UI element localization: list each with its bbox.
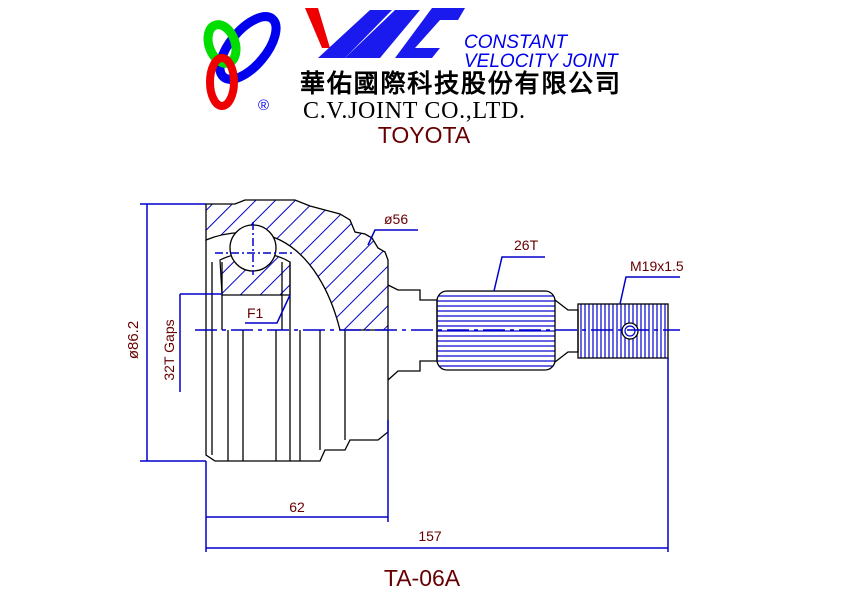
shaft [387, 284, 669, 381]
bell-housing-section [205, 199, 389, 331]
vehicle-make: TOYOTA [378, 122, 471, 148]
leader-thread [619, 276, 680, 305]
leader-f1 [245, 294, 291, 324]
leader-shaft-spline [493, 256, 545, 292]
part-number: TA-06A [384, 565, 461, 591]
leader-bell-diameter [367, 229, 418, 246]
dim-length-total [206, 358, 669, 552]
label-length-total: 157 [418, 528, 442, 544]
company-name-english: C.V.JOINT CO.,LTD. [303, 98, 525, 124]
dim-outer-diameter [140, 203, 206, 462]
logo-tagline-1: CONSTANT [464, 32, 568, 53]
label-bell-diameter: ø56 [384, 211, 408, 227]
label-length-bell: 62 [289, 499, 305, 515]
company-logo [203, 8, 465, 110]
label-inner-spline: 32T Gaps [161, 319, 177, 380]
registered-mark: ® [258, 97, 269, 114]
label-f1: F1 [247, 305, 264, 321]
label-thread: M19x1.5 [630, 258, 684, 274]
dim-length-bell [205, 420, 389, 552]
cotter-pin-hole [621, 322, 639, 340]
dim-inner-spline [179, 293, 222, 392]
label-shaft-spline: 26T [514, 237, 539, 253]
logo-tagline-2: VELOCITY JOINT [464, 51, 619, 72]
company-name-chinese: 華佑國際科技股份有限公司 [300, 69, 620, 98]
label-outer-diameter: ø86.2 [125, 321, 142, 359]
